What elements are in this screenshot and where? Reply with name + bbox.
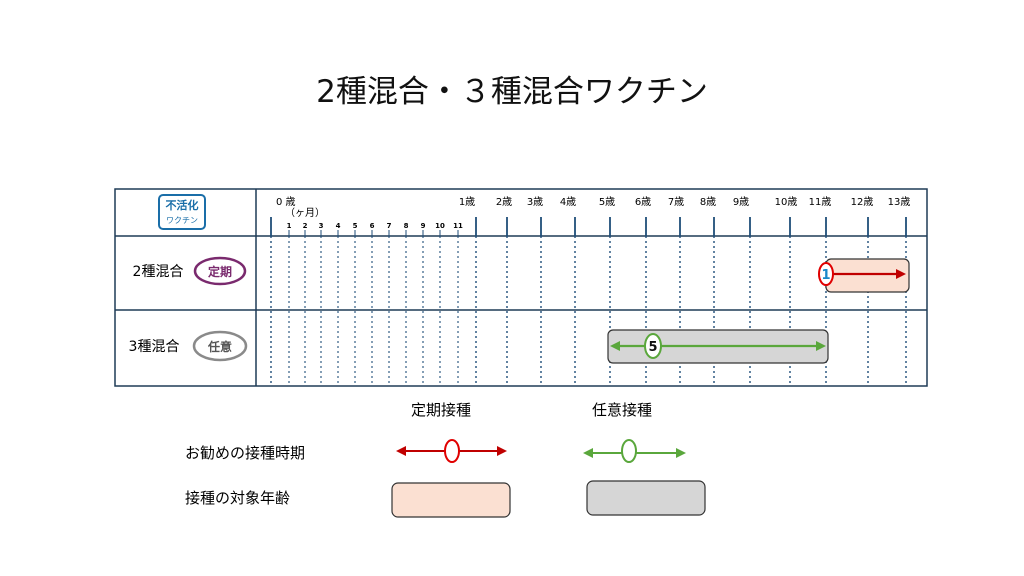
age-axis: 0 歳 1歳 2歳 3歳 4歳 5歳 6歳 7歳 8歳 9歳 10歳 11歳 12歳 13歳 （ヶ月） 1 2 3…	[276, 196, 910, 230]
legend-regular-heading: 定期接種	[411, 401, 471, 419]
legend-recommended-label: お勧めの接種時期	[185, 444, 305, 462]
month-tick-label: 7	[387, 222, 392, 230]
optional-badge-label: 任意	[207, 339, 232, 354]
age-tick-label: 1歳	[459, 196, 475, 208]
inactivated-vaccine-badge: 不活化 ワクチン	[158, 194, 206, 230]
optional-badge: 任意	[192, 330, 248, 362]
month-tick-label: 3	[319, 222, 324, 230]
age-tick-label: 0 歳	[276, 196, 296, 208]
dtp3-arrow-head-left	[610, 341, 620, 351]
age-tick-label: 2歳	[496, 196, 512, 208]
legend-optional-heading: 任意接種	[592, 401, 652, 419]
month-unit-label: （ヶ月）	[285, 207, 325, 219]
month-tick-label: 5	[353, 222, 358, 230]
page-title: 2種混合・３種混合ワクチン	[316, 74, 708, 110]
age-tick-label: 3歳	[527, 196, 543, 208]
legend-regular-arrow	[396, 439, 507, 463]
age-tick-label: 6歳	[635, 196, 651, 208]
row-label-dtp2: 2種混合	[133, 264, 184, 280]
age-tick-label: 10歳	[775, 196, 798, 208]
age-tick-label: 7歳	[668, 196, 684, 208]
row-label-dtp3: 3種混合	[129, 339, 180, 355]
legend-target-label: 接種の対象年齢	[185, 489, 290, 507]
age-tick-label: 8歳	[700, 196, 716, 208]
age-tick-label: 5歳	[599, 196, 615, 208]
month-tick-label: 6	[370, 222, 375, 230]
dtp2-arrow-head	[896, 269, 906, 279]
month-tick-label: 2	[303, 222, 308, 230]
badge-line2: ワクチン	[166, 216, 198, 225]
dtp3-dose-marker	[644, 333, 662, 359]
month-tick-label: 10	[435, 222, 445, 230]
dtp2-dose-label: 1	[821, 268, 830, 283]
dtp2-dose-marker	[818, 262, 834, 286]
age-tick-label: 12歳	[851, 196, 874, 208]
grid-lines	[270, 217, 907, 386]
month-tick-label: 4	[336, 222, 341, 230]
legend-optional-target-box	[586, 480, 706, 516]
regular-badge: 定期	[193, 256, 247, 286]
dtp3-arrow-head-right	[816, 341, 826, 351]
legend-optional-arrow	[583, 439, 686, 463]
age-tick-label: 13歳	[888, 196, 911, 208]
age-tick-label: 11歳	[809, 196, 832, 208]
age-tick-label: 4歳	[560, 196, 576, 208]
badge-line1: 不活化	[166, 198, 199, 212]
month-tick-label: 1	[287, 222, 292, 230]
legend-regular-target-box	[391, 482, 511, 518]
month-tick-label: 8	[404, 222, 409, 230]
dtp3-dose-label: 5	[648, 340, 657, 355]
month-tick-label: 9	[421, 222, 426, 230]
regular-badge-label: 定期	[208, 264, 232, 279]
age-tick-label: 9歳	[733, 196, 749, 208]
month-tick-label: 11	[453, 222, 463, 230]
